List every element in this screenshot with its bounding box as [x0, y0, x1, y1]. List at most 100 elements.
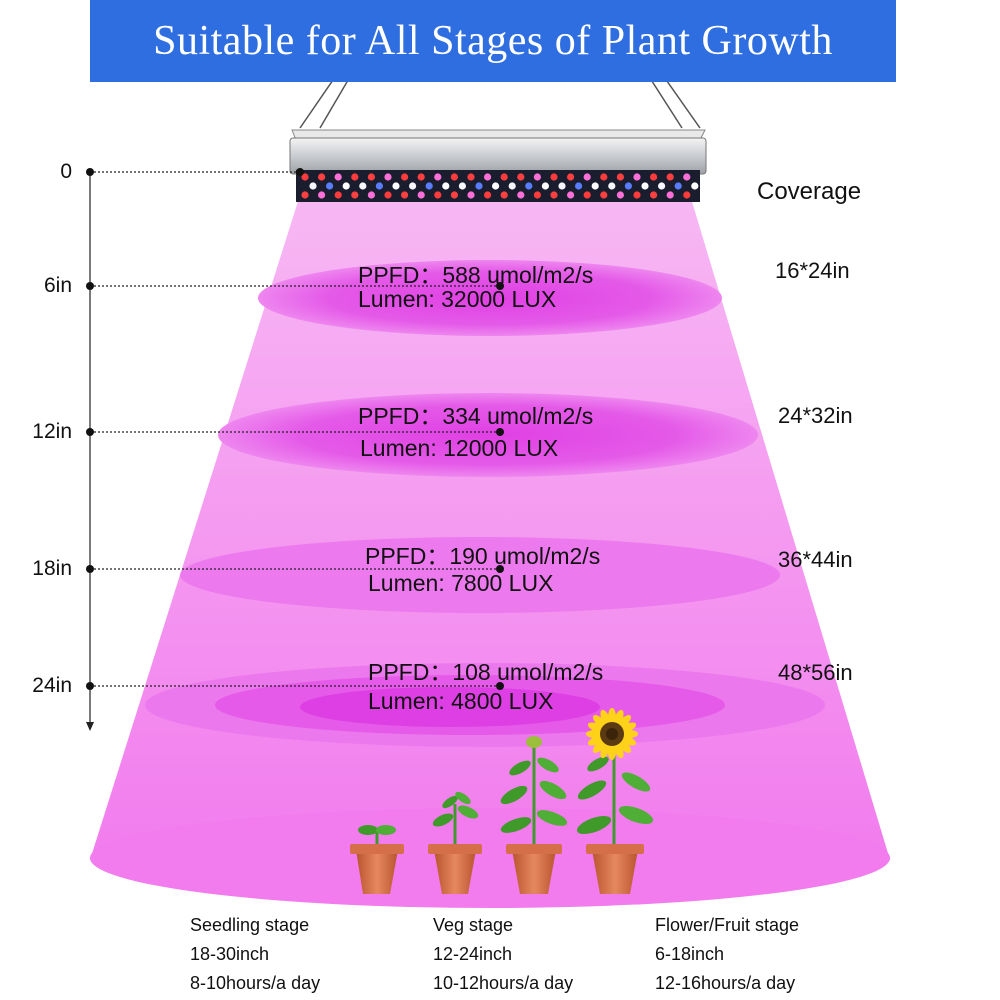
led-chip	[409, 182, 417, 190]
lumen-label-24in: Lumen: 4800 LUX	[368, 688, 554, 714]
sunflower-petal	[619, 722, 637, 733]
veg-plant-pot	[428, 791, 482, 894]
led-chip	[500, 191, 508, 199]
led-chip	[575, 182, 583, 190]
ppfd-label-18in: PPFD：190 umol/m2/s	[365, 543, 601, 569]
led-chip	[550, 191, 558, 199]
coverage-value-24in: 48*56in	[778, 660, 853, 685]
sunflower-petal	[619, 735, 637, 746]
height-label-18in: 18in	[32, 557, 72, 580]
sunflower-petal	[617, 715, 631, 729]
stage-height-range: 18-30inch	[190, 944, 270, 964]
led-chip	[301, 191, 309, 199]
led-chip	[384, 173, 392, 181]
led-chip	[525, 182, 533, 190]
led-chip	[608, 182, 616, 190]
stage-veg: Veg stage 12-24inch 10-12hours/a day	[433, 911, 573, 998]
led-grow-light-fixture	[289, 129, 707, 202]
led-chip	[367, 191, 375, 199]
ppfd-label-12in: PPFD：334 umol/m2/s	[358, 403, 594, 429]
coverage-header: Coverage	[757, 178, 862, 205]
coverage-value-6in: 16*24in	[775, 258, 850, 283]
height-markers	[90, 171, 500, 687]
stage-light-hours: 8-10hours/a day	[190, 973, 321, 993]
led-chip	[616, 173, 625, 181]
led-chip	[624, 182, 633, 190]
led-chip	[616, 191, 625, 199]
led-chip	[567, 173, 575, 181]
lumen-label-12in: Lumen: 12000 LUX	[360, 435, 559, 461]
led-chip	[334, 173, 342, 181]
led-chip	[351, 173, 359, 181]
ppfd-label-24in: PPFD：108 umol/m2/s	[368, 659, 604, 685]
budding-plant-pot	[500, 736, 568, 894]
intensity-ring-6in	[258, 260, 722, 336]
led-chip	[641, 182, 649, 190]
led-chip	[600, 173, 608, 181]
led-chip	[417, 191, 425, 199]
led-chip	[541, 182, 550, 190]
banner-title: Suitable for All Stages of Plant Growth	[153, 18, 833, 64]
led-chip	[633, 173, 641, 181]
led-chip	[434, 173, 442, 181]
led-chip	[683, 173, 691, 181]
stage-flower-fruit: Flower/Fruit stage 6-18inch 12-16hours/a…	[655, 911, 799, 998]
sunflower-petal	[613, 709, 624, 727]
led-chip	[326, 182, 334, 190]
led-chip	[434, 191, 442, 199]
led-chip	[401, 191, 409, 199]
led-chip	[467, 191, 475, 199]
led-chip	[550, 173, 558, 181]
intensity-ring-18in	[180, 537, 780, 613]
led-chip	[442, 182, 450, 190]
height-marker-dots	[86, 168, 504, 690]
led-chip	[517, 173, 525, 181]
led-chip	[674, 182, 682, 190]
led-chip	[458, 182, 466, 190]
title-banner: Suitable for All Stages of Plant Growth	[90, 0, 896, 82]
led-chip	[691, 182, 699, 190]
led-chip	[425, 182, 433, 190]
coverage-value-12in: 24*32in	[778, 403, 853, 428]
led-chip	[309, 182, 317, 190]
led-chip	[683, 191, 691, 199]
sunflower-petal	[593, 715, 607, 729]
led-chip	[583, 173, 591, 181]
led-chip	[450, 173, 458, 181]
led-chip	[591, 182, 599, 190]
led-chip	[492, 182, 500, 190]
sunflower-petal	[593, 739, 607, 753]
stage-light-hours: 12-16hours/a day	[655, 973, 796, 993]
led-chip	[583, 191, 591, 199]
led-chip	[351, 191, 359, 199]
led-chip	[392, 182, 400, 190]
led-chip	[401, 173, 409, 181]
height-label-24in: 24in	[32, 674, 72, 697]
height-label-0: 0	[60, 160, 72, 183]
sunflower-petal	[587, 722, 605, 733]
sunflower-petal	[600, 741, 611, 759]
lumen-label-6in: Lumen: 32000 LUX	[358, 286, 557, 312]
led-chip	[600, 191, 608, 199]
sunflower-petal	[613, 741, 624, 759]
stage-name: Seedling stage	[190, 915, 310, 935]
led-chip	[666, 173, 674, 181]
led-chip	[517, 191, 525, 199]
led-chip	[450, 191, 458, 199]
led-chip	[342, 182, 350, 190]
led-chip	[484, 173, 492, 181]
led-chip	[467, 173, 475, 181]
seedling-plant-pot	[350, 825, 404, 894]
stage-seedling: Seedling stage 18-30inch 8-10hours/a day	[190, 911, 320, 998]
led-chip	[500, 173, 508, 181]
led-chip	[658, 182, 666, 190]
sunflower-petal	[600, 709, 611, 727]
intensity-ring-24in-core	[300, 687, 600, 727]
height-label-6in: 6in	[43, 274, 72, 297]
height-label-12in: 12in	[32, 420, 72, 443]
led-chip	[533, 191, 542, 199]
sunflower-petal	[617, 739, 631, 753]
stage-name: Flower/Fruit stage	[655, 915, 800, 935]
led-chip	[318, 191, 326, 199]
